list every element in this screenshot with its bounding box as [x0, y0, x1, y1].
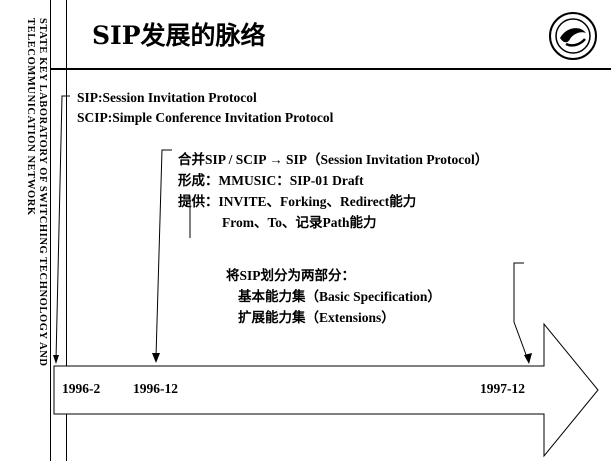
title-underline	[50, 68, 611, 70]
left-border-line-2	[66, 0, 67, 461]
lab-name-vertical: STATE KEY LABORATORY OF SWITCHING TECHNO…	[25, 18, 48, 367]
def-scip: SCIP:Simple Conference Invitation Protoc…	[77, 110, 334, 125]
event-1996-12-line3: 提供：INVITE、Forking、Redirect能力	[178, 194, 417, 209]
left-border-line-1	[50, 0, 51, 461]
event-1996-12-line1: 合并SIP / SCIP → SIP（Session Invitation Pr…	[178, 152, 489, 167]
event-1996-12-line4: From、To、记录Path能力	[222, 215, 377, 230]
event-1996-12-line2: 形成：MMUSIC：SIP-01 Draft	[178, 173, 364, 188]
date-1996-2: 1996-2	[62, 381, 101, 396]
event-1997-12-line2: 基本能力集（Basic Specification）	[238, 289, 441, 304]
date-1996-12: 1996-12	[133, 381, 178, 396]
timeline-arrow	[53, 322, 599, 458]
pointer-1996-2	[55, 95, 70, 361]
page-title: SIP发展的脉络	[92, 21, 266, 50]
university-seal-icon	[548, 11, 598, 61]
def-sip: SIP:Session Invitation Protocol	[77, 90, 257, 105]
event-1997-12-line1: 将SIP划分为两部分：	[226, 268, 356, 283]
event-1997-12-line3: 扩展能力集（Extensions）	[238, 310, 395, 325]
pointer-1996-12	[155, 149, 172, 358]
date-1997-12: 1997-12	[480, 381, 525, 396]
pointer-1997-12	[513, 262, 529, 361]
